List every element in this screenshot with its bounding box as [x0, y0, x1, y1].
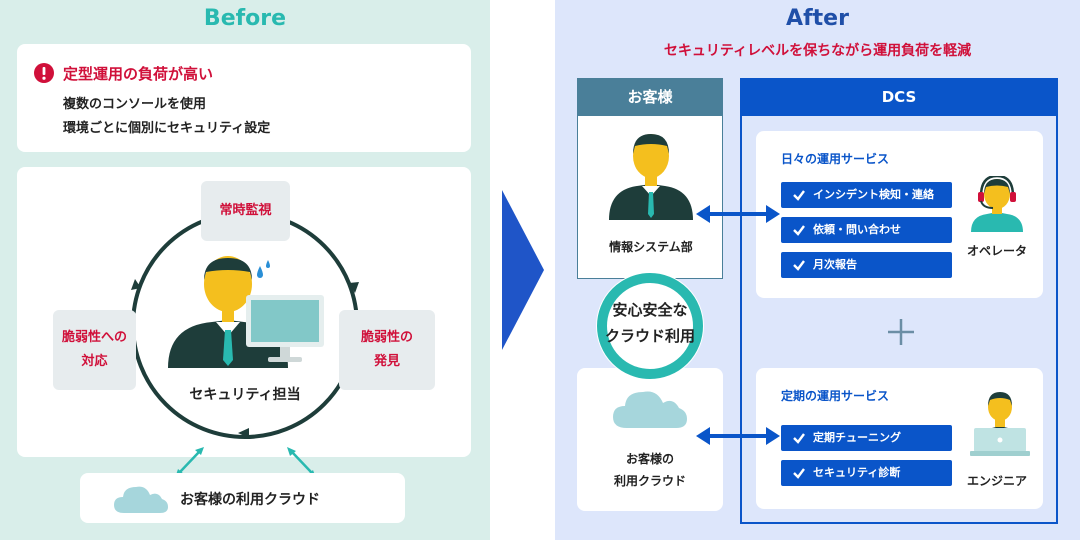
double-arrow-icon	[696, 205, 780, 223]
after-subtitle: セキュリティレベルを保ちながら運用負荷を軽減	[663, 43, 972, 59]
daily-services-card: 日々の運用サービス インシデント検知・連絡 依頼・問い合わせ 月次報告 オペレー…	[756, 131, 1043, 298]
headset-icon	[971, 176, 1023, 232]
daily-item-3-label: 月次報告	[813, 258, 857, 271]
customer-cloud-line-1: お客様の	[625, 452, 674, 466]
customer-cloud-label: お客様の 利用クラウド	[577, 448, 723, 492]
cycle-top-box: 常時監視	[201, 181, 290, 241]
daily-item-3: 月次報告	[781, 252, 952, 278]
customer-header: お客様	[577, 78, 723, 116]
customer-cloud-card: お客様の 利用クラウド	[577, 368, 723, 511]
daily-item-1-label: インシデント検知・連絡	[813, 188, 934, 201]
after-title: After	[786, 6, 849, 31]
cycle-arrowhead-bottom	[238, 428, 249, 438]
daily-item-1: インシデント検知・連絡	[781, 182, 952, 208]
check-icon	[793, 190, 805, 201]
check-icon	[793, 260, 805, 271]
periodic-services-card: 定期の運用サービス 定期チューニング セキュリティ診断 エンジニア	[756, 368, 1043, 509]
cycle-right-box: 脆弱性の 発見	[339, 310, 435, 390]
cycle-right-line-1: 脆弱性の	[360, 330, 413, 345]
before-cloud-card: お客様の利用クラウド	[80, 473, 405, 523]
daily-item-2-label: 依頼・問い合わせ	[813, 223, 901, 236]
badge-ring	[596, 272, 704, 380]
operator-label: オペレータ	[966, 244, 1027, 258]
dcs-header-label: DCS	[881, 88, 917, 106]
check-icon	[793, 225, 805, 236]
customer-person-card: 情報システム部	[577, 116, 723, 279]
exclamation-icon	[34, 63, 54, 83]
problem-line-1: 複数のコンソールを使用	[63, 97, 207, 112]
double-arrow-icon	[696, 427, 780, 445]
security-role-label: セキュリティ担当	[189, 387, 301, 403]
monitor-icon	[246, 295, 324, 362]
check-icon	[793, 433, 805, 444]
problem-card: 定型運用の負荷が高い 複数のコンソールを使用 環境ごとに個別にセキュリティ設定	[17, 44, 471, 152]
engineer-label: エンジニア	[966, 474, 1027, 488]
person-icon	[609, 134, 693, 220]
customer-person-label: 情報システム部	[609, 240, 693, 254]
cycle-arrowhead-right	[349, 282, 359, 293]
badge-line-2: クラウド利用	[604, 327, 695, 345]
problem-heading: 定型運用の負荷が高い	[63, 65, 214, 83]
dcs-header: DCS	[740, 78, 1058, 116]
safety-badge: 安心安全な クラウド利用	[592, 297, 708, 349]
badge-line-1: 安心安全な	[612, 301, 688, 319]
before-cloud-label: お客様の利用クラウド	[180, 492, 320, 508]
periodic-item-2-label: セキュリティ診断	[813, 466, 901, 479]
plus-icon	[888, 319, 914, 345]
cycle-arrowhead-left	[131, 279, 141, 290]
cloud-icon	[613, 391, 687, 428]
customer-cloud-line-2: 利用クラウド	[613, 474, 686, 488]
daily-item-2: 依頼・問い合わせ	[781, 217, 952, 243]
periodic-item-1: 定期チューニング	[781, 425, 952, 451]
before-title: Before	[203, 6, 287, 31]
cycle-left-line-1: 脆弱性への	[61, 330, 127, 345]
problem-line-2: 環境ごとに個別にセキュリティ設定	[63, 121, 271, 136]
cycle-right-line-2: 発見	[373, 354, 400, 369]
daily-services-title: 日々の運用サービス	[781, 152, 890, 166]
cycle-left-box: 脆弱性への 対応	[53, 310, 136, 390]
check-icon	[793, 468, 805, 479]
laptop-icon	[970, 392, 1030, 456]
periodic-item-2: セキュリティ診断	[781, 460, 952, 486]
periodic-services-title: 定期の運用サービス	[781, 389, 890, 403]
cloud-icon	[114, 486, 168, 513]
cycle-left-line-2: 対応	[81, 354, 108, 369]
customer-header-label: お客様	[627, 88, 673, 106]
periodic-item-1-label: 定期チューニング	[813, 431, 901, 444]
before-after-arrow-icon	[502, 190, 544, 350]
